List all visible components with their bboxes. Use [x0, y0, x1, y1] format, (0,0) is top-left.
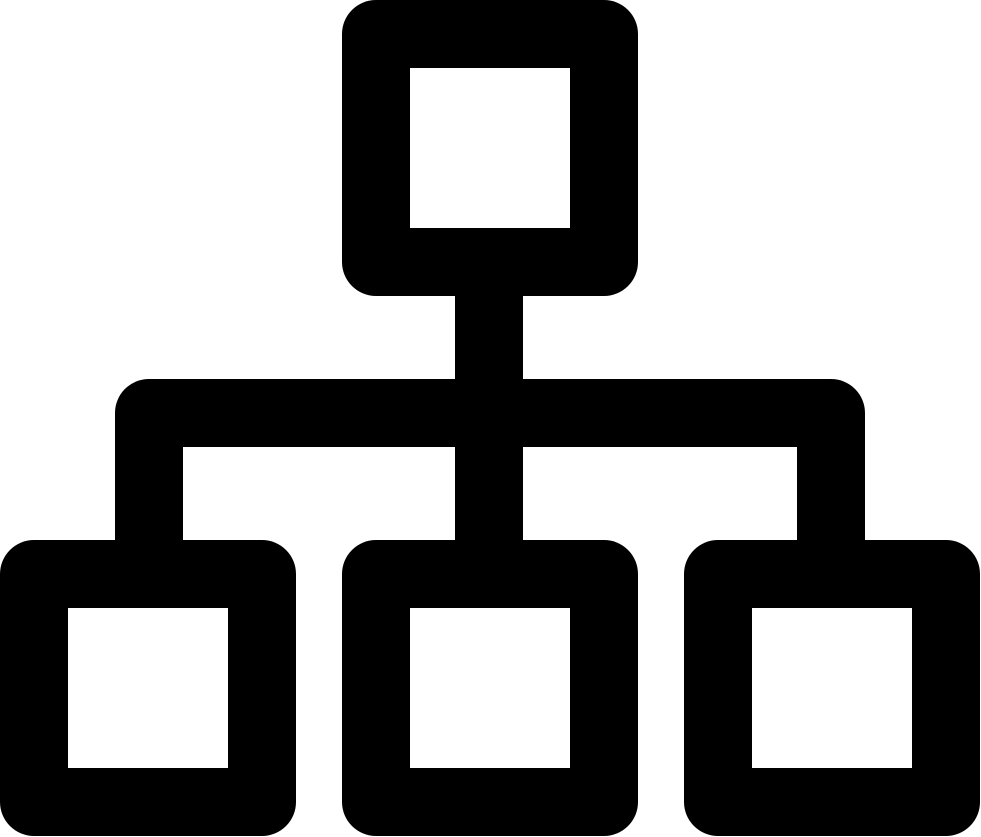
node-bottom-middle — [342, 540, 638, 836]
node-top — [342, 0, 638, 296]
connector-lines — [115, 280, 865, 560]
connector-horizontal-bus — [115, 379, 865, 560]
connector-vertical-middle — [455, 430, 523, 560]
node-bottom-right — [684, 540, 980, 836]
node-bottom-left — [0, 540, 296, 836]
